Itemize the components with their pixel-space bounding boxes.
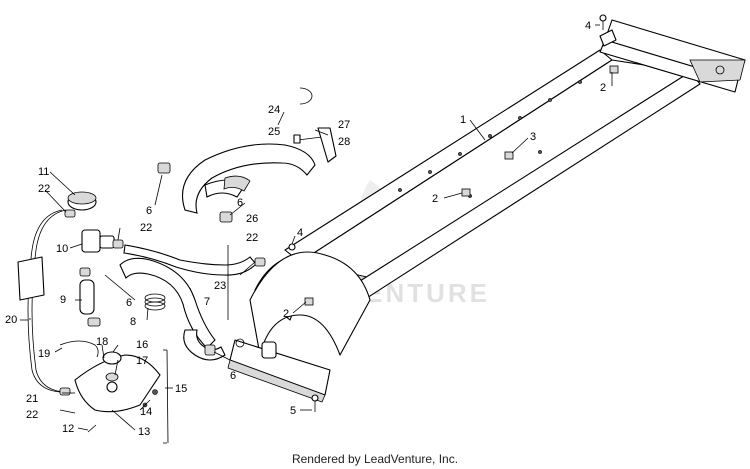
- callout-19: 19: [38, 348, 50, 360]
- callout-13: 13: [138, 426, 150, 438]
- callout-26: 26: [246, 213, 258, 225]
- coolant-hoses: [17, 14, 607, 433]
- callout-6: 6: [146, 205, 152, 217]
- callout-11: 11: [38, 166, 49, 178]
- footer-credit: Rendered by LeadVenture, Inc.: [291, 452, 459, 466]
- callout-20: 20: [5, 314, 17, 326]
- callout-22: 22: [246, 232, 258, 244]
- leader-lines: [20, 24, 613, 444]
- callout-27: 27: [338, 119, 350, 131]
- callout-14: 14: [140, 406, 152, 418]
- callout-22: 22: [140, 222, 152, 234]
- callout-16: 16: [136, 339, 148, 351]
- spring-part: [144, 293, 166, 311]
- callout-12: 12: [62, 423, 74, 435]
- callout-1: 1: [460, 114, 466, 126]
- callout-6: 6: [237, 197, 243, 209]
- callout-8: 8: [130, 316, 136, 328]
- callout-2: 2: [432, 193, 438, 205]
- callout-4: 4: [297, 227, 303, 239]
- callout-5: 5: [290, 405, 296, 417]
- callout-15: 15: [175, 383, 187, 395]
- rail-clips: [304, 29, 619, 306]
- callout-6: 6: [126, 297, 132, 309]
- callout-21: 21: [26, 393, 38, 405]
- callout-7: 7: [204, 296, 210, 308]
- callout-22: 22: [38, 183, 50, 195]
- frame-rail: [227, 19, 746, 403]
- callout-18: 18: [96, 336, 108, 348]
- callout-3: 3: [530, 131, 536, 143]
- callout-9: 9: [60, 294, 66, 306]
- callout-2: 2: [600, 82, 606, 94]
- callout-4: 4: [585, 20, 591, 32]
- callout-2: 2: [283, 308, 289, 320]
- callout-25: 25: [268, 126, 280, 138]
- callout-10: 10: [56, 243, 68, 255]
- callout-17: 17: [136, 355, 148, 367]
- callout-23: 23: [214, 280, 226, 292]
- callout-labels: 1 2 2 2 3 4 4 5 6 6 6 6 7 8 9 10 11 12 1…: [5, 20, 606, 438]
- callout-22: 22: [26, 409, 38, 421]
- callout-6: 6: [230, 370, 236, 382]
- callout-28: 28: [338, 136, 350, 148]
- callout-24: 24: [268, 104, 280, 116]
